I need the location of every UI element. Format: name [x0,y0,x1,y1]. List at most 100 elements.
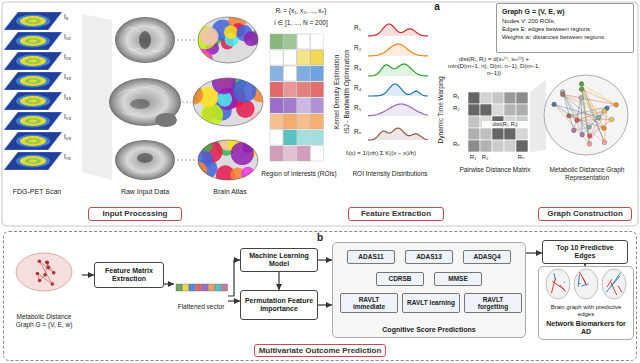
roi-matrix [270,98,283,113]
group-box: Cognitive Score Predictions ADAS11 ADAS13 A… [332,242,526,338]
annotation-label: R₄ [354,84,367,92]
predictive-brain-graphs [581,284,588,286]
brain-graph-icon [51,282,55,286]
kde-curves [368,64,428,76]
brain-graph [579,87,584,92]
result-box: Brain graph with predictive edgesNetwork… [538,266,634,340]
vector-bar [222,284,228,291]
process-box: Top 10 Predictive Edges [542,240,628,264]
brain-graph [581,98,582,135]
annotation-label: R₁ [354,24,367,32]
projection-lines [177,160,196,161]
annotation-label: fᵢ(x) = 1/(nh) Σ K((x − xᵢ)/h) [330,150,432,157]
node-text: ADASQ4 [473,253,500,260]
roi-matrix [297,50,310,65]
vector-bar [196,284,202,291]
roi-matrix [284,34,297,49]
stage-label: Feature Extraction [348,207,444,221]
brain-graph [602,140,607,145]
roi-matrix [284,50,297,65]
brain-graph-icon [37,273,52,284]
vector-bar [215,284,221,291]
node-text: ADAS13 [416,253,442,260]
vector-bar [183,284,189,291]
brain-graph [587,142,592,147]
predictive-brain-graphs [546,269,570,299]
roi-matrix [284,82,297,97]
panel-a-frame [2,2,638,226]
node-text: Flattened vector [176,303,226,310]
predictive-brain-graphs [551,278,555,293]
panel-box: Multivariate Outcome PredictionMetabolic… [3,231,637,361]
vector-bar [176,284,228,291]
distance-matrix [504,128,516,140]
atlas-brain [224,25,238,39]
flow-arrow [228,260,240,296]
brain-graph [580,132,585,137]
raw-brain [137,153,153,163]
score-box: ADAS11 [347,250,395,264]
raw-brain [130,99,150,109]
annotation-label: Rₙ [514,154,528,161]
brain-atlas [193,78,263,126]
projection-lines [182,102,191,103]
atlas-brain [212,70,236,94]
annotation-label: ROI Intensity Distributions [346,170,434,178]
roi-matrix [297,146,310,161]
kde-curves [368,64,428,76]
brain-graph [577,111,604,120]
score-box: ADAS13 [405,250,453,264]
brain-graph [581,98,590,136]
roi-matrix [311,82,324,97]
distance-matrix [468,92,528,152]
annotation-label: R₂ [453,105,466,112]
roi-matrix [311,34,324,49]
brain-graph [544,75,628,155]
annotation-label: I₄₈ [64,93,80,101]
kde-curves [368,104,428,116]
node-text: CDRSB [388,275,411,282]
annotation-label: ISJ - Bandwidth Optimization [343,32,351,152]
node-text: Cognitive Score Predictions [382,326,475,334]
figure-caption-node: Metabolic Distance Graph G = (V, E, w) [6,250,82,330]
distance-matrix [480,104,492,116]
distance-matrix [516,104,528,116]
roi-matrix [270,34,324,161]
annotation-label: R₁ [466,154,480,161]
roi-matrix [284,114,297,129]
projection-lines [177,40,196,41]
distance-matrix [516,128,528,140]
predictive-brain-graphs [563,282,565,283]
brain-graph-icon [16,253,72,291]
node-text: Graph G = (V, E, w) [502,8,628,16]
brain-graph [560,92,565,97]
distance-matrix [468,116,480,128]
annotation-label: Raw Input Data [100,188,190,196]
flow-arrow [82,274,94,275]
distance-matrix [492,104,504,116]
annotation-label: dist(Rᵢ, Rⱼ) [482,121,528,128]
pet-slices [4,12,62,30]
kde-curves [368,24,428,36]
distance-matrix [480,92,492,104]
roi-matrix [270,50,283,65]
predictive-brain-graphs [578,274,580,287]
distance-matrix [504,104,516,116]
score-box: MMSE [434,272,482,286]
brain-graph-icon [38,259,42,263]
brain-graph-icon [52,271,56,275]
pet-slices [4,132,62,150]
raw-brain [155,113,177,127]
distance-matrix [492,128,504,140]
atlas-brain [250,111,272,133]
pet-slices [4,12,62,170]
brain-graph-icon [43,273,47,277]
annotation-label: R₃ [354,64,367,72]
annotation-label: I₈ [64,13,80,21]
roi-matrix [270,130,283,145]
distance-matrix [504,92,516,104]
atlas-brain [201,104,223,126]
roi-matrix [311,146,324,161]
roi-matrix [311,98,324,113]
